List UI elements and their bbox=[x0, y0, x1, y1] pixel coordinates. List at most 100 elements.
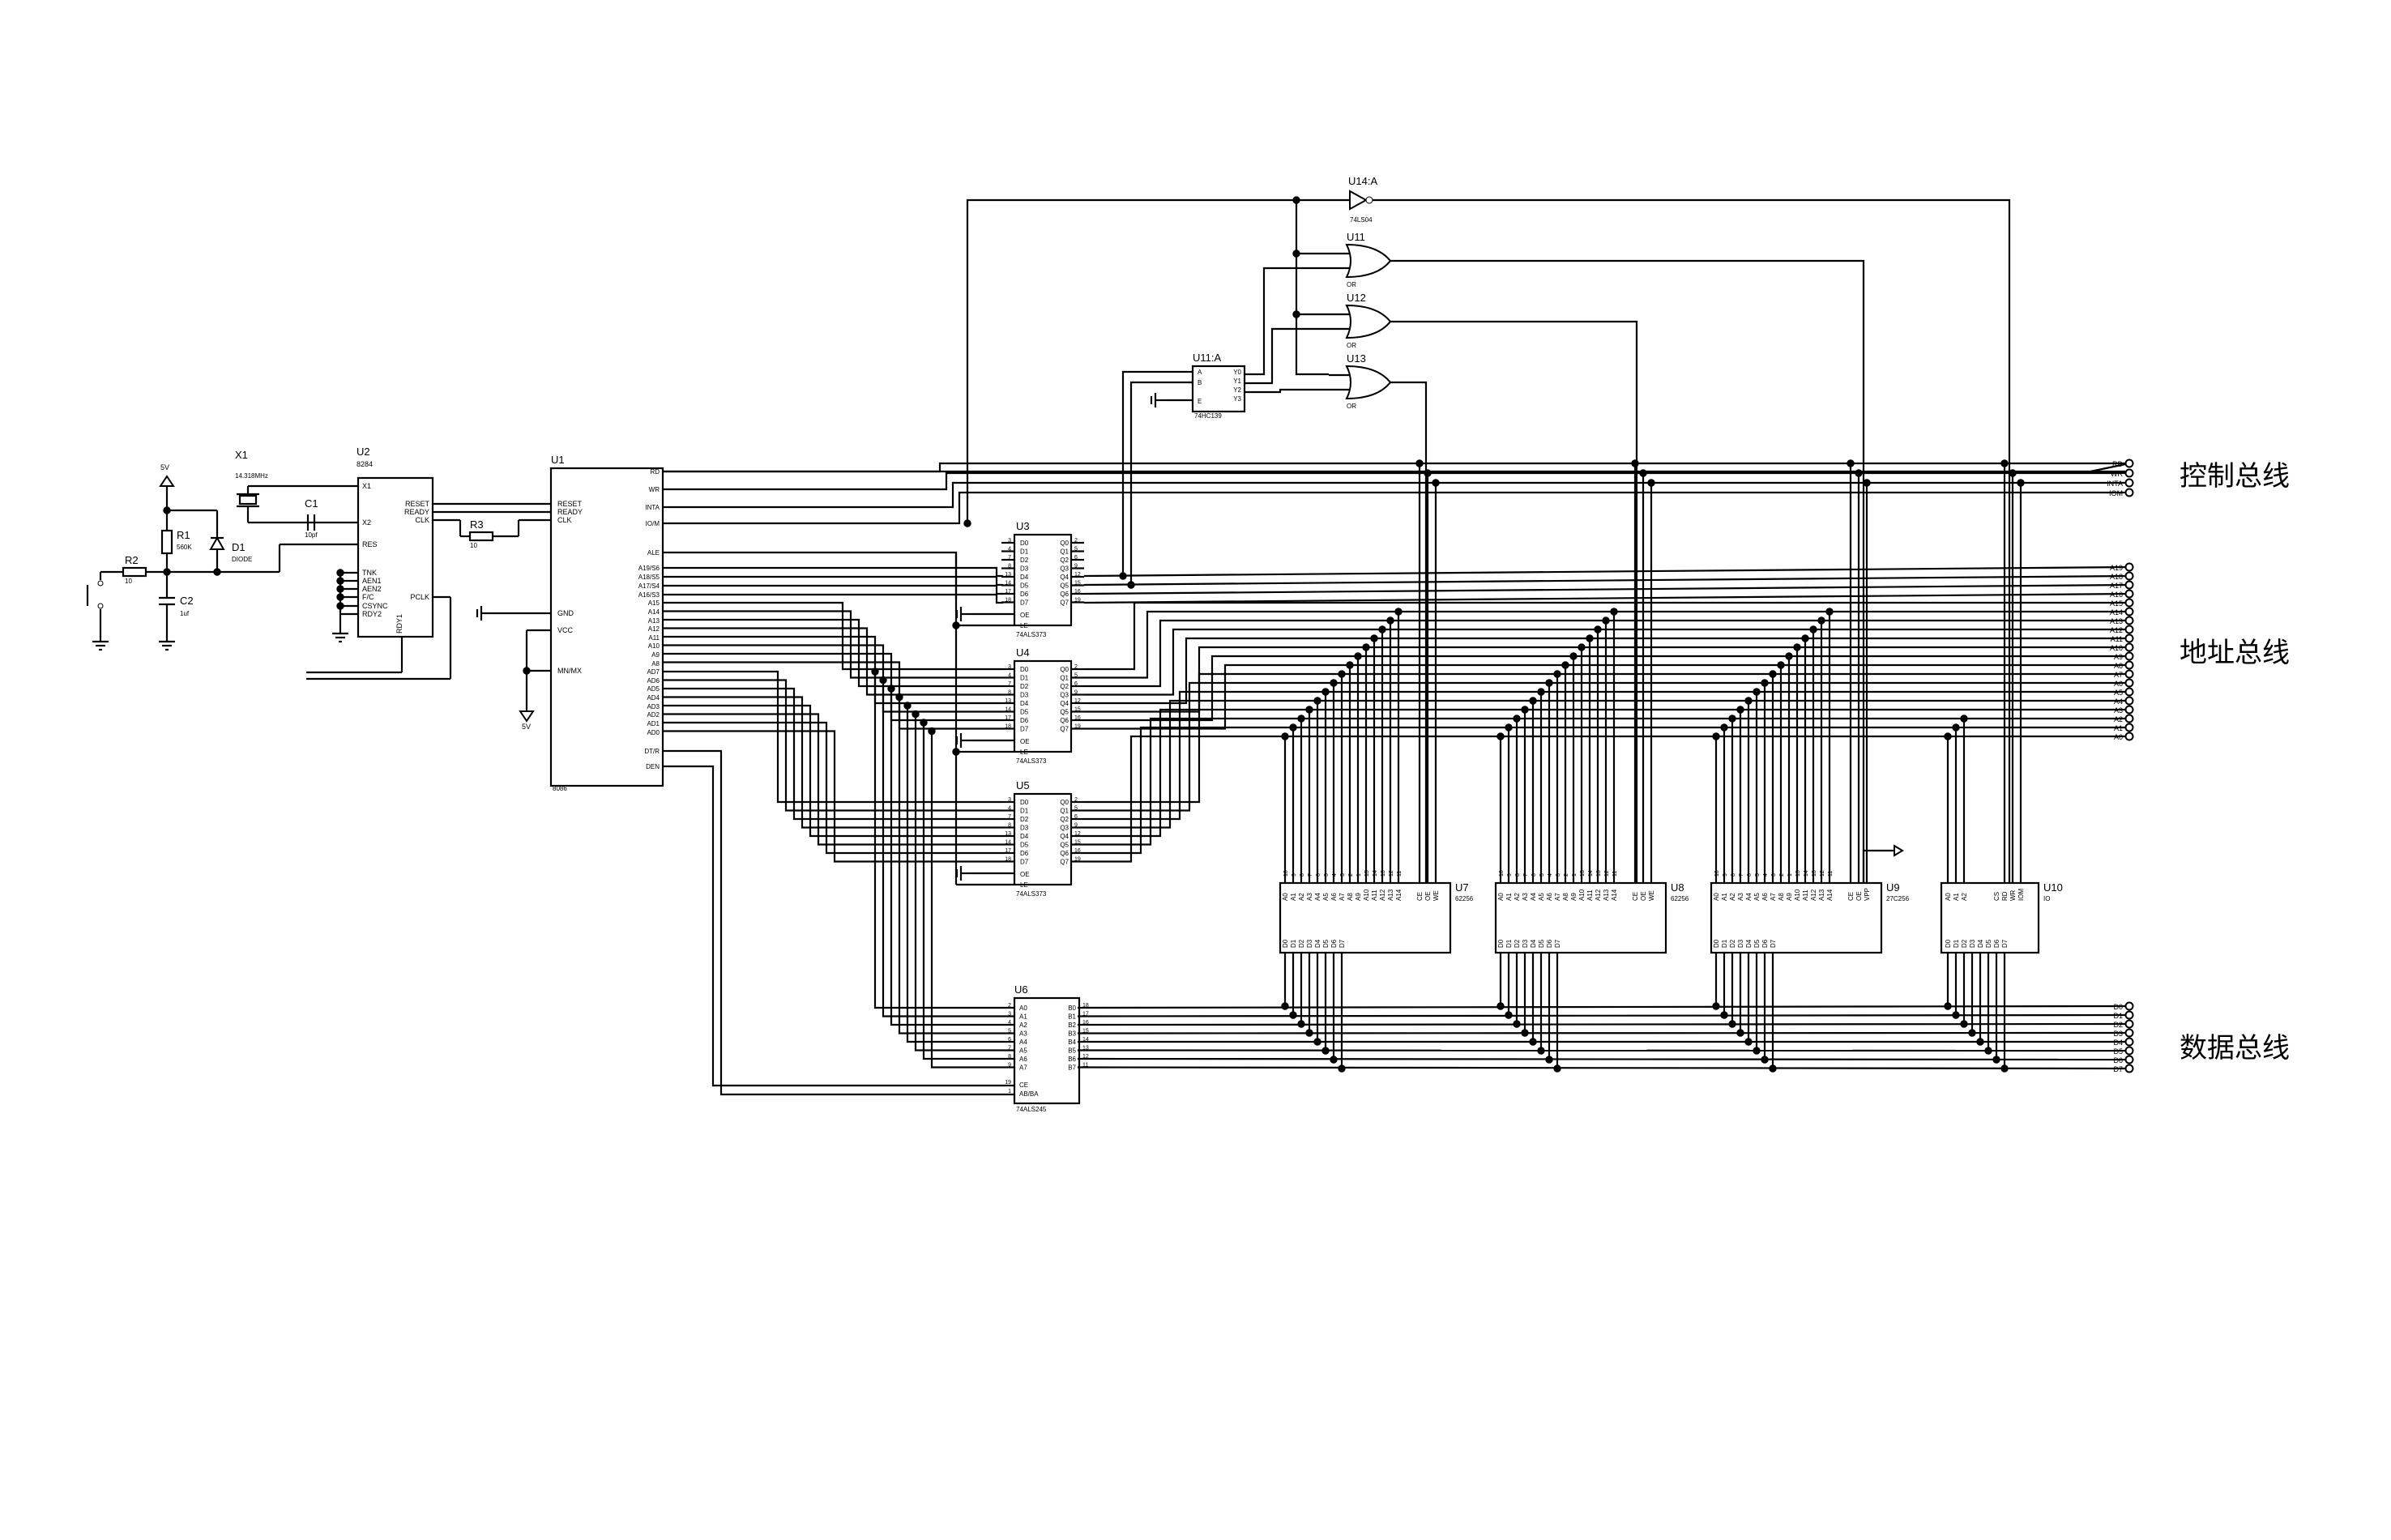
c2-value: 1uf bbox=[180, 610, 190, 617]
junction-dot bbox=[1720, 723, 1728, 732]
pin-number: 8 bbox=[1008, 823, 1011, 829]
r1-ref: R1 bbox=[177, 529, 190, 541]
junction-dot bbox=[213, 568, 221, 576]
pin-label: E bbox=[1198, 398, 1202, 405]
data-pin-label: D1 bbox=[1953, 939, 1960, 948]
pin-label: RDY2 bbox=[362, 610, 382, 618]
address-out-wire bbox=[1084, 610, 2129, 679]
rd-wire bbox=[663, 462, 2129, 473]
junction-dot bbox=[1370, 634, 1378, 642]
address-pin-label: A5 bbox=[1322, 893, 1330, 901]
pin-label: Q2 bbox=[1060, 683, 1069, 690]
pin-number: 7 bbox=[1008, 814, 1011, 820]
c1-value: 10pf bbox=[305, 531, 318, 539]
pin-label: AEN2 bbox=[362, 585, 382, 593]
junction-dot bbox=[1728, 1020, 1736, 1028]
junction-dot bbox=[1847, 459, 1855, 467]
address-pin-label: A7 bbox=[1554, 893, 1561, 901]
junction-dot bbox=[1761, 1056, 1769, 1064]
data-pin-label: D5 bbox=[1753, 939, 1761, 948]
pin-label: AEN1 bbox=[362, 577, 382, 585]
data-bus-label: 数据总线 bbox=[2180, 1032, 2290, 1064]
pin-number: 12 bbox=[1074, 831, 1081, 837]
pin-label: B1 bbox=[1068, 1013, 1076, 1021]
address-pin-label: A8 bbox=[1347, 893, 1354, 901]
junction-dot bbox=[1561, 661, 1569, 669]
pin-label: A9 bbox=[651, 651, 660, 659]
pin-number: 3 bbox=[1340, 873, 1346, 877]
pin-number: 18 bbox=[1005, 598, 1011, 604]
address-pin-label: A2 bbox=[1514, 893, 1521, 901]
junction-dot bbox=[1537, 688, 1545, 696]
address-pin-label: A9 bbox=[1570, 893, 1578, 901]
data-pin-label: D6 bbox=[1330, 939, 1338, 948]
junction-dot bbox=[895, 693, 903, 702]
data-bus-signal: D6 bbox=[2113, 1056, 2123, 1064]
pin-number: 15 bbox=[1082, 1029, 1089, 1034]
pin-label: LE bbox=[1020, 749, 1028, 756]
latch-body bbox=[1013, 792, 1073, 886]
pin-number: 13 bbox=[1082, 1046, 1089, 1052]
pin-number: 7 bbox=[1523, 873, 1529, 877]
pin-number: 9 bbox=[1008, 1063, 1011, 1069]
r2-value: 10 bbox=[125, 578, 132, 585]
data-transceiver-wire bbox=[914, 714, 1014, 1052]
address-bus-signal: A7 bbox=[2114, 671, 2123, 679]
junction-dot bbox=[1321, 688, 1330, 696]
pin-number: 17 bbox=[1005, 589, 1011, 595]
data-pin-label: D2 bbox=[1961, 939, 1968, 948]
y1-wire bbox=[1245, 327, 1329, 385]
pin-number: 11 bbox=[1828, 871, 1834, 877]
data-pin-label: D5 bbox=[1985, 939, 1992, 948]
address-pin-label: A13 bbox=[1818, 889, 1825, 901]
a19-decode-wire bbox=[1121, 370, 1167, 576]
junction-dot bbox=[1553, 1064, 1561, 1073]
junction-dot bbox=[1960, 715, 1968, 723]
memory-part: 62256 bbox=[1671, 895, 1689, 902]
pin-label: DT/R bbox=[644, 748, 660, 755]
pin-number: 12 bbox=[1074, 572, 1081, 578]
junction-dot bbox=[1761, 679, 1769, 687]
bus-terminal bbox=[2124, 1028, 2134, 1038]
junction-dot bbox=[1545, 1056, 1553, 1064]
wire-layer bbox=[99, 196, 2130, 1096]
bus-terminal bbox=[2124, 660, 2134, 670]
junction-dot bbox=[1785, 652, 1793, 660]
pin-label: B6 bbox=[1068, 1056, 1076, 1063]
junction-dot bbox=[1631, 459, 1639, 467]
pin-number: 3 bbox=[1008, 664, 1011, 670]
junction-dot bbox=[1545, 679, 1553, 687]
pin-label: RES bbox=[362, 540, 378, 548]
bus-terminal bbox=[2124, 607, 2134, 616]
junction-dot bbox=[1952, 1011, 1960, 1019]
data-transceiver-wire bbox=[922, 723, 1014, 1060]
control-bus-label: 控制总线 bbox=[2180, 460, 2290, 493]
pin-number: 17 bbox=[1082, 1012, 1089, 1017]
or-gate-type: OR bbox=[1347, 342, 1356, 349]
address-bus-signal: A8 bbox=[2114, 662, 2123, 670]
vcc-arrow bbox=[519, 710, 535, 723]
address-pin-label: A3 bbox=[1737, 893, 1744, 901]
pin-number: 3 bbox=[1008, 1012, 1011, 1017]
u1-part: 8086 bbox=[553, 785, 567, 792]
address-pin-label: A2 bbox=[1729, 893, 1736, 901]
bus-terminal bbox=[2124, 468, 2134, 478]
or-gate-type: OR bbox=[1347, 403, 1356, 410]
pin-label: Q7 bbox=[1060, 726, 1069, 733]
pin-label: Q3 bbox=[1060, 692, 1069, 699]
u2-part: 8284 bbox=[357, 460, 373, 468]
pin-label: INTA bbox=[645, 504, 660, 511]
vpp-arrow bbox=[1894, 844, 1904, 857]
wire bbox=[1083, 574, 2130, 587]
a18-decode-wire bbox=[1129, 381, 1167, 585]
junction-dot bbox=[1415, 459, 1424, 467]
pin-label: D6 bbox=[1020, 591, 1029, 598]
pin-label: CE bbox=[1019, 1081, 1028, 1089]
address-pin-label: A10 bbox=[1794, 889, 1801, 901]
pin-label: RESET bbox=[557, 500, 583, 508]
pin-number: 16 bbox=[1074, 715, 1081, 721]
junction-dot bbox=[1394, 608, 1403, 616]
data-pin-label: D3 bbox=[1522, 939, 1529, 948]
pin-number: 15 bbox=[1364, 870, 1370, 877]
u2-8284-body bbox=[357, 476, 434, 638]
